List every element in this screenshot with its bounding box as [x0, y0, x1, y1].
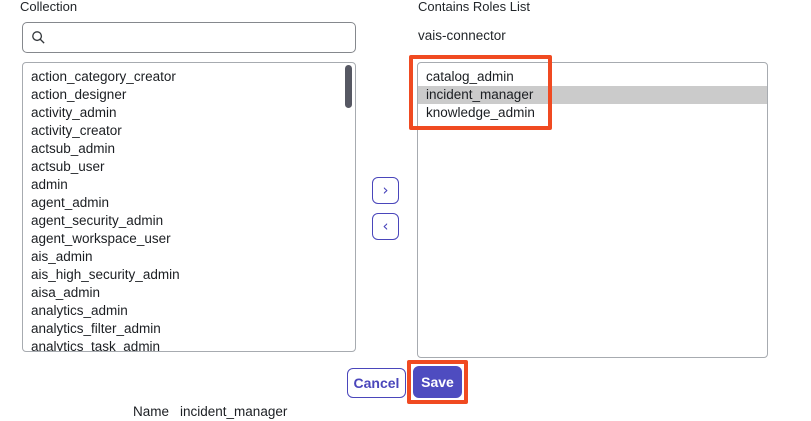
search-icon [32, 31, 45, 44]
list-item[interactable]: admin [31, 177, 68, 192]
list-item[interactable]: ais_admin [31, 249, 93, 264]
collection-search-input[interactable] [52, 30, 347, 45]
list-item[interactable]: analytics_filter_admin [31, 321, 161, 336]
list-item[interactable]: agent_workspace_user [31, 231, 171, 246]
list-item[interactable]: catalog_admin [426, 69, 514, 84]
list-item[interactable]: activity_admin [31, 105, 117, 120]
list-item[interactable]: analytics_admin [31, 303, 128, 318]
move-left-button[interactable]: ‹ [372, 213, 399, 240]
list-item[interactable]: agent_security_admin [31, 213, 164, 228]
roles-list-title: Contains Roles List [418, 0, 530, 14]
collection-search[interactable] [22, 22, 356, 53]
collection-label: Collection [20, 0, 78, 14]
roles-group-label: vais-connector [418, 28, 506, 43]
save-button[interactable]: Save [413, 366, 462, 398]
list-item[interactable]: ais_high_security_admin [31, 267, 180, 282]
list-item[interactable]: analytics_task_admin [31, 339, 161, 352]
list-item[interactable]: action_designer [31, 87, 127, 102]
list-item[interactable]: aisa_admin [31, 285, 101, 300]
list-item[interactable]: incident_manager [418, 86, 767, 104]
move-right-button[interactable]: › [372, 177, 399, 204]
list-item[interactable]: actsub_admin [31, 141, 116, 156]
cancel-button[interactable]: Cancel [347, 368, 406, 398]
list-item[interactable]: activity_creator [31, 123, 122, 138]
name-label: Name [133, 404, 170, 419]
list-item[interactable]: agent_admin [31, 195, 110, 210]
name-value: incident_manager [180, 404, 288, 419]
list-item[interactable]: knowledge_admin [426, 105, 535, 120]
name-row: Name incident_manager [133, 404, 287, 420]
collection-list-scrollbar[interactable] [345, 65, 352, 108]
list-item[interactable]: actsub_user [31, 159, 105, 174]
list-item[interactable]: action_category_creator [31, 69, 176, 84]
